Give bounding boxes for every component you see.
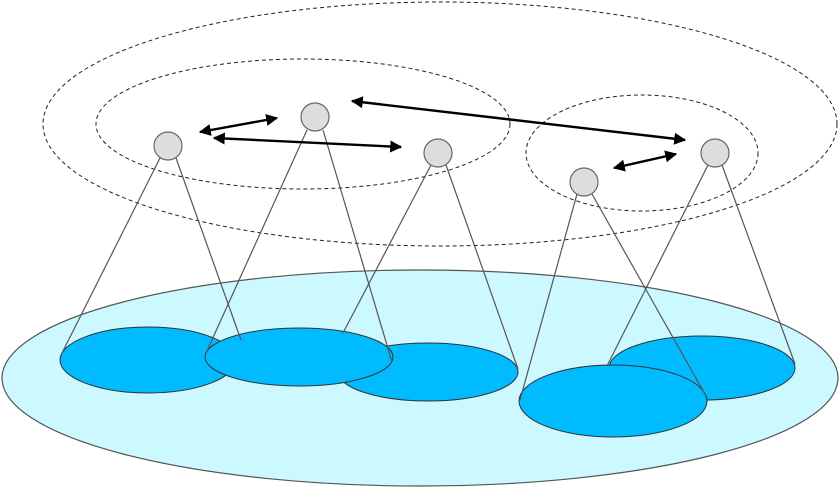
cone-edge xyxy=(60,157,161,356)
cone-edge xyxy=(205,129,308,354)
link-node-4-node-5 xyxy=(612,150,678,172)
cone-edge xyxy=(606,164,709,367)
node-5 xyxy=(700,138,730,168)
cone-edge xyxy=(322,129,393,363)
footprint-node-4 xyxy=(518,364,708,438)
cone-edge xyxy=(721,164,796,365)
link-node-1-node-3 xyxy=(212,132,403,153)
node-1 xyxy=(153,131,183,161)
node-3 xyxy=(423,138,453,168)
right-group-ring xyxy=(525,94,759,212)
node-4 xyxy=(569,167,599,197)
cone-edge xyxy=(175,157,242,341)
cone-edge xyxy=(519,193,578,401)
link-node-2-node-5 xyxy=(350,96,687,145)
cone-edge xyxy=(445,164,519,370)
footprint-node-2 xyxy=(204,327,394,387)
node-2 xyxy=(300,102,330,132)
outer-group-ring xyxy=(42,1,838,247)
cone-edge xyxy=(591,193,707,397)
link-node-1-node-2 xyxy=(198,114,279,136)
cone-edge xyxy=(342,164,432,334)
